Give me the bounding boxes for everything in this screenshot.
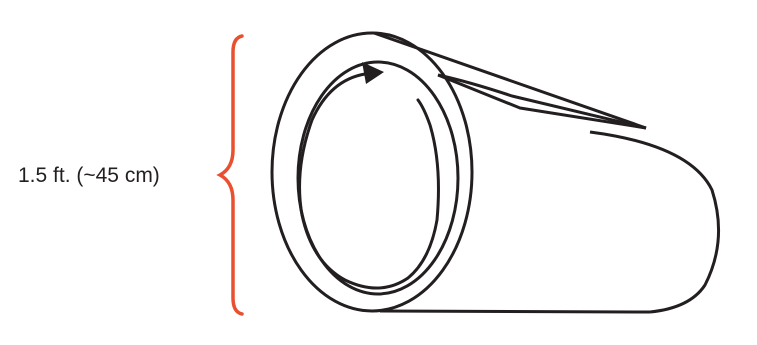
cylinder-bottom-edge — [380, 311, 650, 312]
cylinder-back-end — [590, 132, 719, 312]
height-bracket — [220, 36, 242, 314]
curved-arrow-icon — [362, 62, 384, 84]
mat-flap-fold — [438, 75, 646, 128]
height-measurement-label: 1.5 ft. (~45 cm) — [18, 164, 160, 187]
